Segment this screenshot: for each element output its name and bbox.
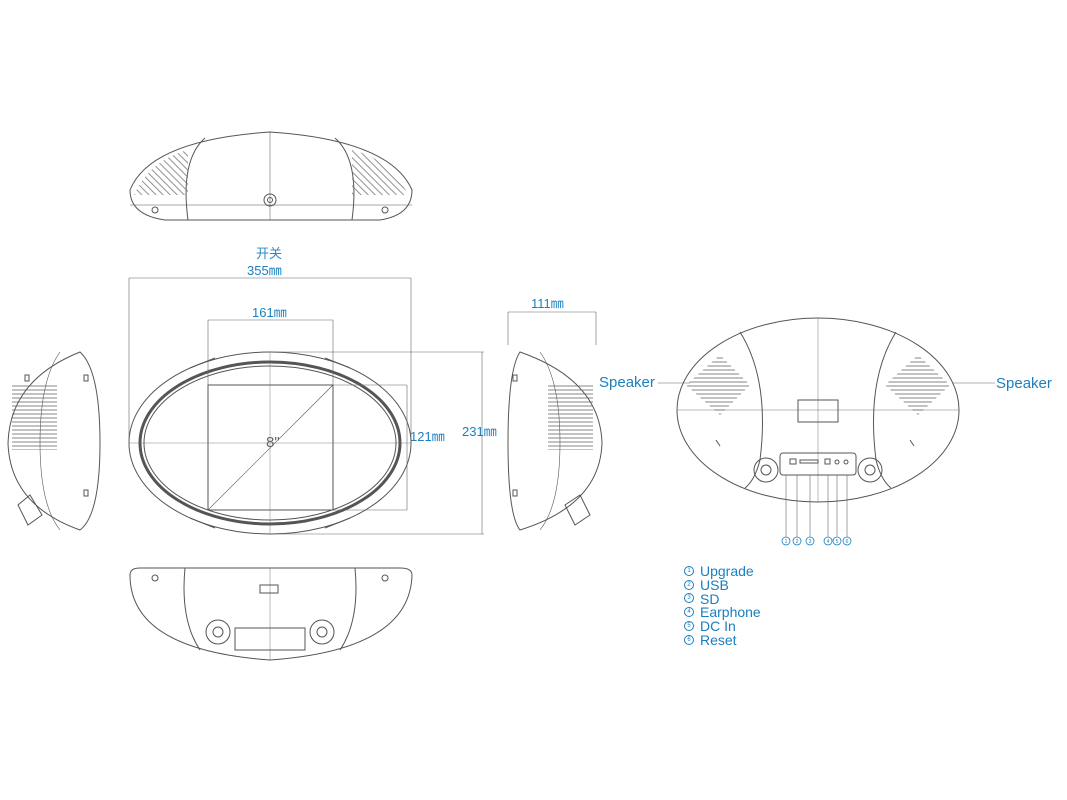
legend-item-sd: 3 SD [684, 590, 761, 607]
port-legend: 1 Upgrade 2 USB 3 SD 4 Earphone 5 DC In 6 Rese… [684, 562, 761, 648]
height-dimension: 231㎜ [462, 424, 497, 439]
screen [207, 384, 334, 511]
legend-label: SD [700, 590, 720, 607]
speaker-label-left: Speaker [599, 374, 655, 391]
back-view [676, 317, 960, 503]
port-panel [779, 452, 857, 476]
legend-label: DC In [700, 618, 736, 635]
legend-number: 2 [684, 579, 694, 590]
legend-item-upgrade: 1 Upgrade [684, 562, 761, 579]
legend-item-dc-in: 5 DC In [684, 618, 761, 635]
legend-number: 3 [684, 593, 694, 604]
screen-width-dimension: 161㎜ [252, 305, 287, 320]
port-marker-label: 2 [796, 539, 799, 545]
port-marker-2 [792, 536, 802, 546]
port-marker-1 [781, 536, 791, 546]
top-view [129, 131, 413, 221]
left-side-view [7, 351, 101, 531]
power-switch [263, 193, 277, 207]
port-marker-3 [805, 536, 815, 546]
screen-height-dimension: 121㎜ [410, 429, 445, 444]
speaker-label-right: Speaker [996, 375, 1052, 392]
port-marker-label: 3 [809, 539, 812, 545]
port-marker-label: 4 [827, 539, 830, 545]
legend-label: USB [700, 576, 729, 593]
legend-number: 4 [684, 607, 694, 618]
legend-number: 6 [684, 634, 694, 645]
legend-item-earphone: 4 Earphone [684, 604, 761, 621]
dimension-lines [128, 277, 597, 535]
port-markers [781, 536, 852, 546]
legend-item-reset: 6 Reset [684, 631, 761, 648]
legend-label: Upgrade [700, 562, 754, 579]
switch-label: 开关 [256, 246, 283, 261]
screen-size-label: 8" [266, 434, 280, 451]
port-marker-label: 5 [836, 539, 839, 545]
width-dimension: 355㎜ [247, 263, 282, 278]
bottom-view [129, 567, 413, 661]
port-marker-label: 1 [785, 539, 788, 545]
legend-number: 1 [684, 565, 694, 576]
legend-label: Reset [700, 631, 737, 648]
port-marker-4 [823, 536, 833, 546]
port-marker-6 [842, 536, 852, 546]
legend-number: 5 [684, 621, 694, 632]
depth-dimension: 111㎜ [531, 296, 564, 311]
port-marker-5 [832, 536, 842, 546]
legend-item-usb: 2 USB [684, 576, 761, 593]
port-marker-label: 6 [846, 539, 849, 545]
port-leaders [658, 382, 995, 537]
legend-label: Earphone [700, 604, 761, 621]
right-side-view [507, 351, 603, 531]
